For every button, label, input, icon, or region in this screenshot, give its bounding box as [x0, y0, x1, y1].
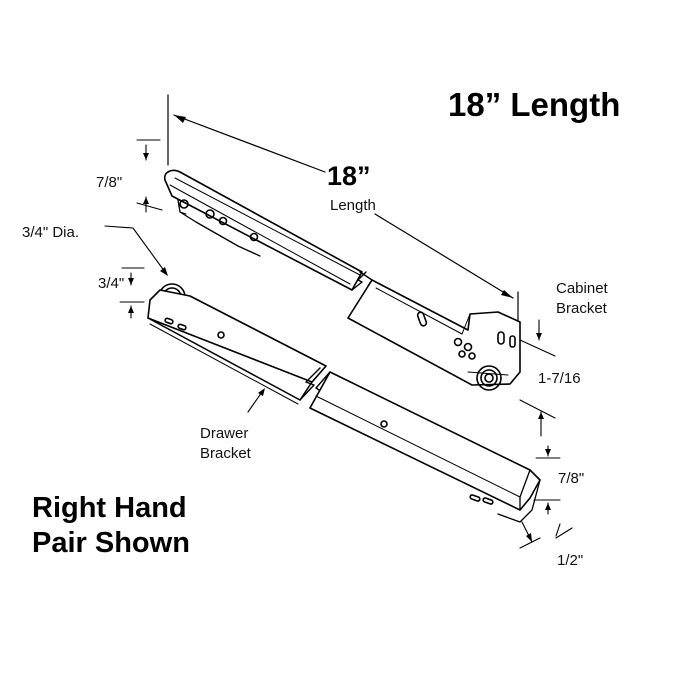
page-title: 18” Length: [448, 86, 621, 123]
drawer-height-label: 7/8": [558, 470, 585, 487]
wheel-diameter-label: 3/4" Dia.: [22, 224, 80, 241]
length-value: 18”: [327, 161, 371, 191]
cabinet-bracket-label: Cabinet Bracket: [556, 280, 608, 317]
cabinet-bottom-height-label: 1-7/16: [538, 370, 581, 387]
length-dimension-line: [167, 94, 519, 333]
drawer-bracket-label: Drawer Bracket: [200, 425, 251, 462]
wheel-height-label: 3/4": [98, 275, 125, 292]
drawer-width-label: 1/2": [557, 552, 584, 569]
length-label: Length: [330, 197, 376, 214]
pair-note: Right Hand Pair Shown: [32, 492, 190, 559]
cabinet-bracket-drawing: [163, 169, 521, 391]
drawer-bracket-drawing: [147, 283, 541, 523]
dimension-callouts: [104, 139, 573, 549]
cabinet-top-height-label: 7/8": [96, 174, 123, 191]
